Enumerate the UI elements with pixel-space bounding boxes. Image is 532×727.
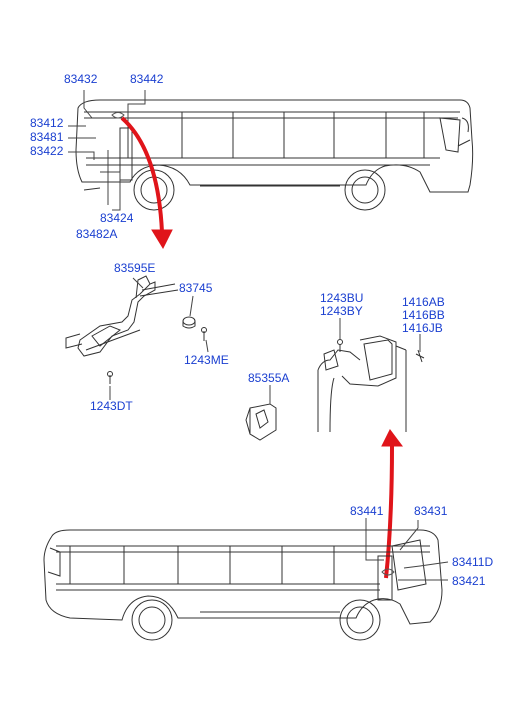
part-label-1243BY: 1243BY xyxy=(320,304,363,318)
part-label-83431: 83431 xyxy=(414,504,448,518)
part-label-83412: 83412 xyxy=(30,116,64,130)
pillar-assembly xyxy=(317,335,425,433)
middle-leaders xyxy=(109,277,421,404)
part-label-1243DT: 1243DT xyxy=(90,399,133,413)
screw-1243ME xyxy=(201,327,207,341)
part-label-83422: 83422 xyxy=(30,144,64,158)
part-label-85355A: 85355A xyxy=(248,371,290,385)
top-arrow xyxy=(120,116,173,250)
part-label-83421: 83421 xyxy=(452,574,486,588)
cover-85355A xyxy=(245,403,277,441)
bracket-part xyxy=(65,275,179,357)
part-label-83442: 83442 xyxy=(130,72,164,86)
top-leaders xyxy=(68,90,146,211)
part-label-83424: 83424 xyxy=(100,211,134,225)
part-label-83411D: 83411D xyxy=(452,555,494,569)
part-label-83745: 83745 xyxy=(179,281,213,295)
part-label-83595E: 83595E xyxy=(114,261,156,275)
part-label-1416AB: 1416AB xyxy=(402,295,445,309)
part-label-1416JB: 1416JB xyxy=(402,321,443,335)
part-label-1243BU: 1243BU xyxy=(320,291,364,305)
bottom-leaders xyxy=(365,518,449,581)
bottom-bus xyxy=(43,529,443,641)
top-bus xyxy=(75,99,474,211)
part-label-83441: 83441 xyxy=(350,504,384,518)
part-label-1243ME: 1243ME xyxy=(184,353,229,367)
bottom-arrow xyxy=(381,429,403,579)
part-label-83432: 83432 xyxy=(64,72,98,86)
part-label-1416BB: 1416BB xyxy=(402,308,445,322)
screw-1243DT xyxy=(107,371,113,384)
clip-83745 xyxy=(182,316,196,329)
part-label-83482A: 83482A xyxy=(76,227,118,241)
part-label-83481: 83481 xyxy=(30,130,64,144)
